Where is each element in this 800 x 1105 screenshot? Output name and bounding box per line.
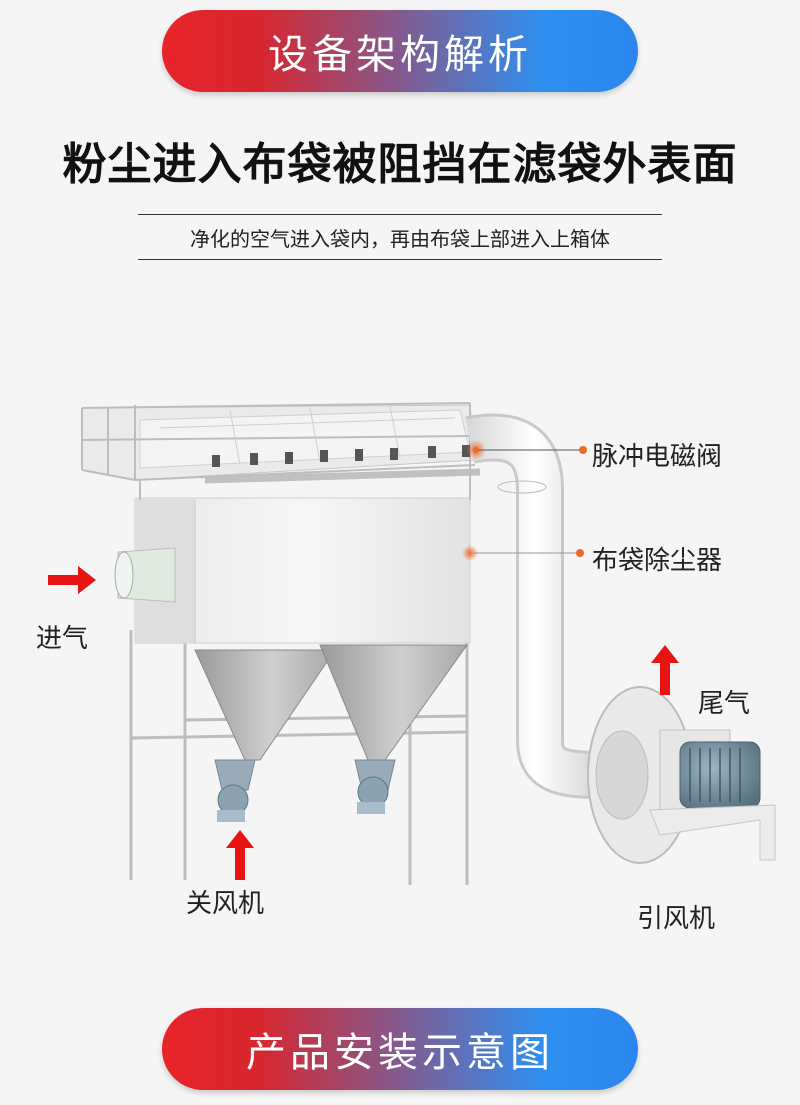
label-bag-filter: 布袋除尘器 — [592, 546, 723, 576]
flow-arrows — [48, 566, 679, 880]
subheadline: 净化的空气进入袋内，再由布袋上部进入上箱体 — [138, 214, 662, 260]
inlet-arrow-icon — [48, 566, 96, 594]
label-exhaust: 尾气 — [698, 689, 751, 719]
air-inlet-duct — [114, 547, 176, 603]
pulse-valves — [212, 445, 470, 467]
section-title: 设备架构解析 — [268, 32, 532, 78]
induced-draft-fan — [587, 686, 776, 864]
rotary-airlocks — [217, 776, 389, 822]
section-title-banner: 设备架构解析 — [162, 10, 638, 92]
label-air-inlet: 进气 — [36, 624, 89, 654]
exhaust-arrow-icon — [651, 645, 679, 695]
label-airlock: 关风机 — [186, 889, 265, 919]
dust-collector-diagram — [48, 402, 776, 885]
ash-hoppers — [194, 644, 468, 791]
collector-body — [134, 497, 471, 644]
upper-box — [81, 402, 481, 500]
outlet-pipe — [465, 413, 601, 799]
label-pulse-valve: 脉冲电磁阀 — [592, 442, 723, 472]
subheadline-text: 净化的空气进入袋内，再由布袋上部进入上箱体 — [190, 226, 610, 251]
footer-title-banner: 产品安装示意图 — [162, 1008, 638, 1090]
airlock-arrow-icon — [226, 830, 254, 880]
callout-leaders — [462, 440, 587, 561]
label-induced-fan: 引风机 — [637, 904, 716, 934]
headline: 粉尘进入布袋被阻挡在滤袋外表面 — [62, 139, 738, 190]
footer-title: 产品安装示意图 — [246, 1030, 554, 1076]
